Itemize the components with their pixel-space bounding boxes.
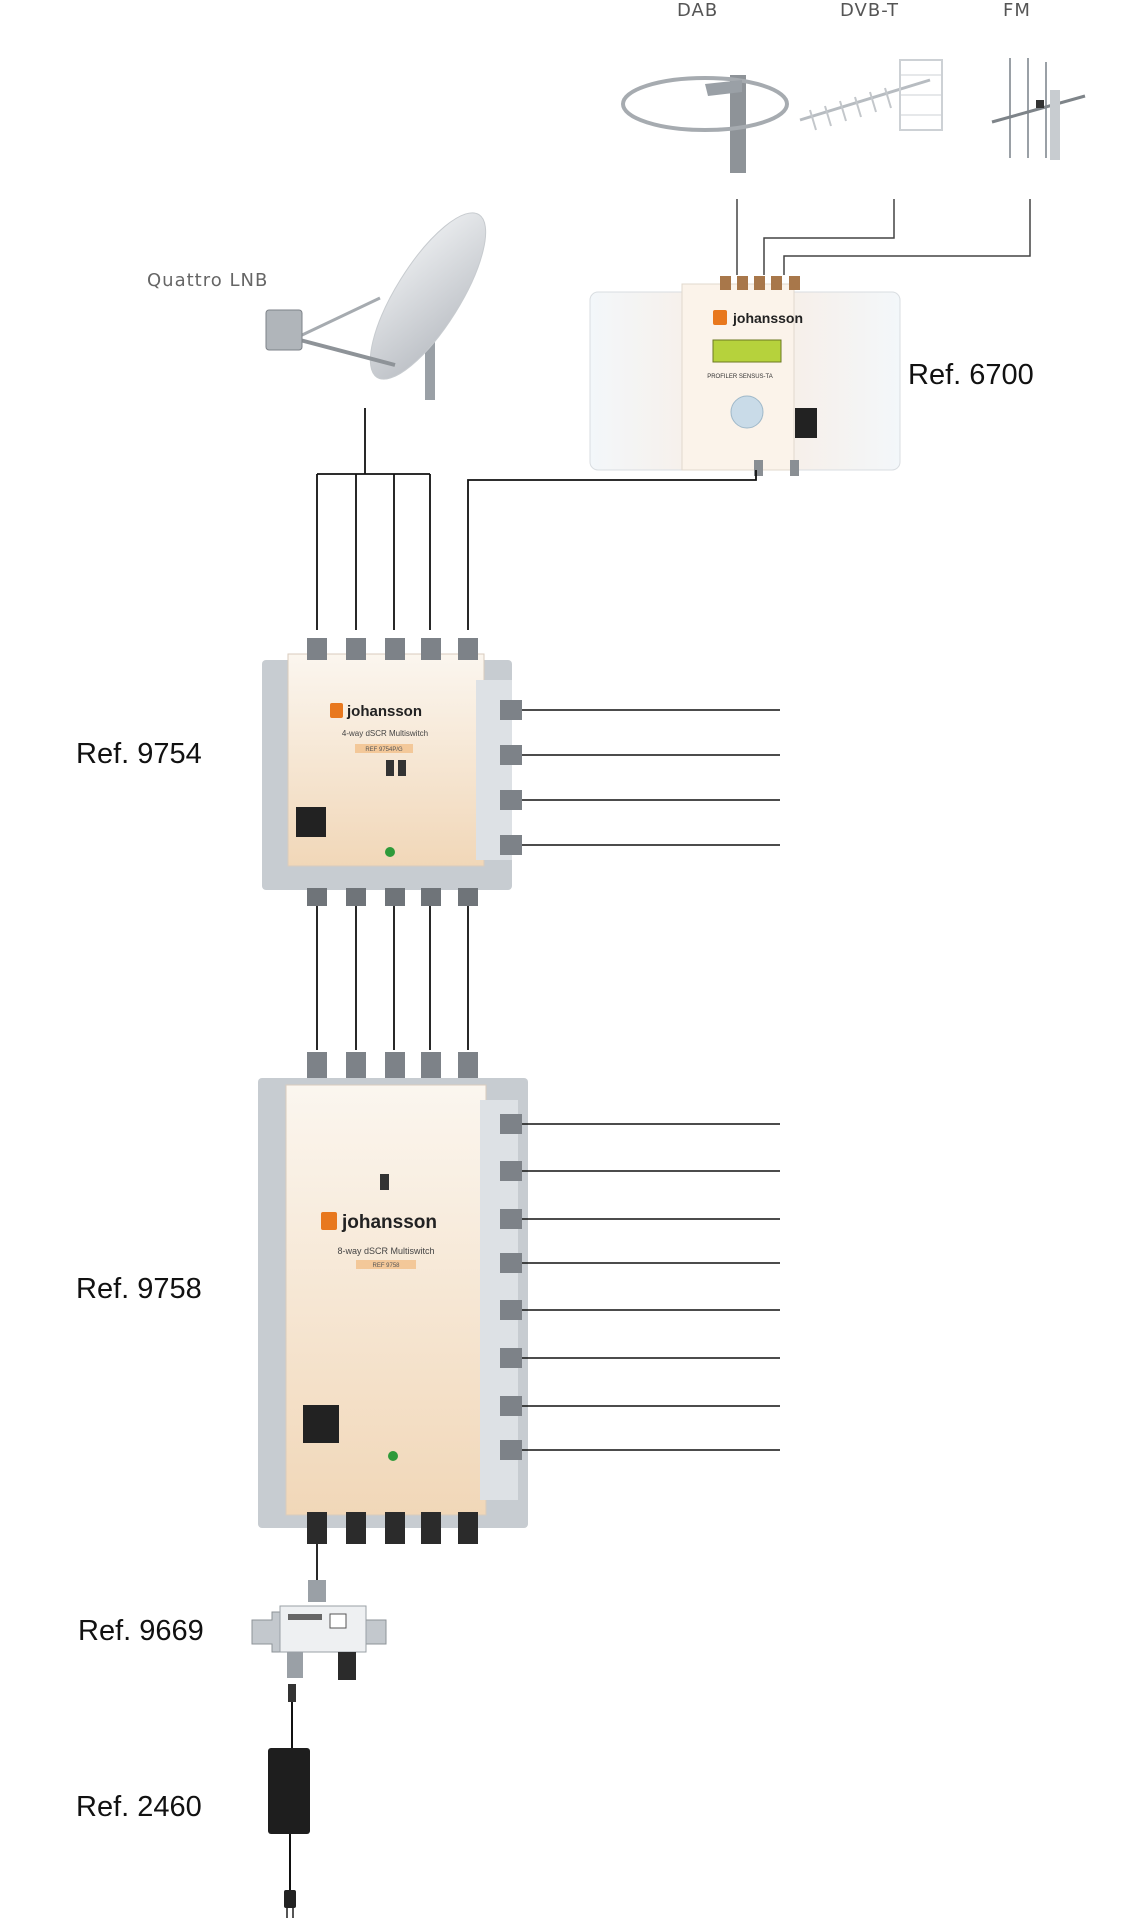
brand-logo-mark [713, 310, 727, 325]
ms9754-ref: REF 9754P/G [365, 747, 403, 753]
headend-6700: johansson PROFILER SENSUS-TA [589, 276, 901, 476]
cascade-cables [316, 906, 469, 1050]
headend-lcd [712, 339, 782, 363]
satellite-dish-icon [265, 212, 487, 400]
ms9758-power-led [388, 1451, 398, 1461]
ms9754-output-lines [522, 709, 780, 846]
ms9754-power-led [385, 847, 395, 857]
antenna-cables [736, 199, 1031, 275]
ms9754-brand: johansson [346, 703, 422, 720]
headend-brand: johansson [732, 310, 803, 326]
dvbt-antenna-icon [799, 59, 943, 131]
ms9758-qr [303, 1405, 339, 1443]
headend-model: PROFILER SENSUS-TA [707, 374, 773, 380]
ref-9669-label: Ref. 9669 [78, 1615, 204, 1647]
multiswitch-9754: johansson 4-way dSCR Multiswitch REF 975… [262, 638, 522, 906]
ref-2460-label: Ref. 2460 [76, 1791, 202, 1823]
ms9758-brand: johansson [341, 1212, 437, 1233]
fm-antenna-icon [991, 58, 1086, 160]
ms9758-ref: REF 9758 [372, 1263, 400, 1269]
brand-logo-mark [330, 703, 343, 718]
splitter-9669 [251, 1580, 387, 1680]
dvbt-label: DVB-T [840, 0, 900, 21]
ms9754-qr [296, 807, 326, 837]
power-cable [288, 1684, 296, 1748]
dab-antenna-icon [621, 75, 789, 173]
mains-plug-icon [284, 1890, 296, 1908]
ref-6700-label: Ref. 6700 [908, 359, 1034, 391]
ms9758-output-lines [522, 1123, 780, 1451]
ref-9758-label: Ref. 9758 [76, 1273, 202, 1305]
power-supply-2460 [268, 1748, 310, 1918]
ref-9754-label: Ref. 9754 [76, 738, 202, 770]
brand-logo-mark [321, 1212, 337, 1230]
ms9758-title: 8-way dSCR Multiswitch [337, 1246, 434, 1256]
fm-label: FM [1003, 0, 1031, 21]
headend-qr [795, 408, 817, 438]
quattro-lnb-label: Quattro LNB [147, 270, 269, 291]
multiswitch-9758: johansson 8-way dSCR Multiswitch REF 975… [258, 1052, 528, 1544]
lnb-cables [316, 408, 757, 630]
ms9754-title: 4-way dSCR Multiswitch [342, 729, 428, 738]
quattro-lnb-icon [265, 309, 303, 351]
dab-label: DAB [677, 0, 719, 21]
headend-dial [730, 395, 764, 429]
